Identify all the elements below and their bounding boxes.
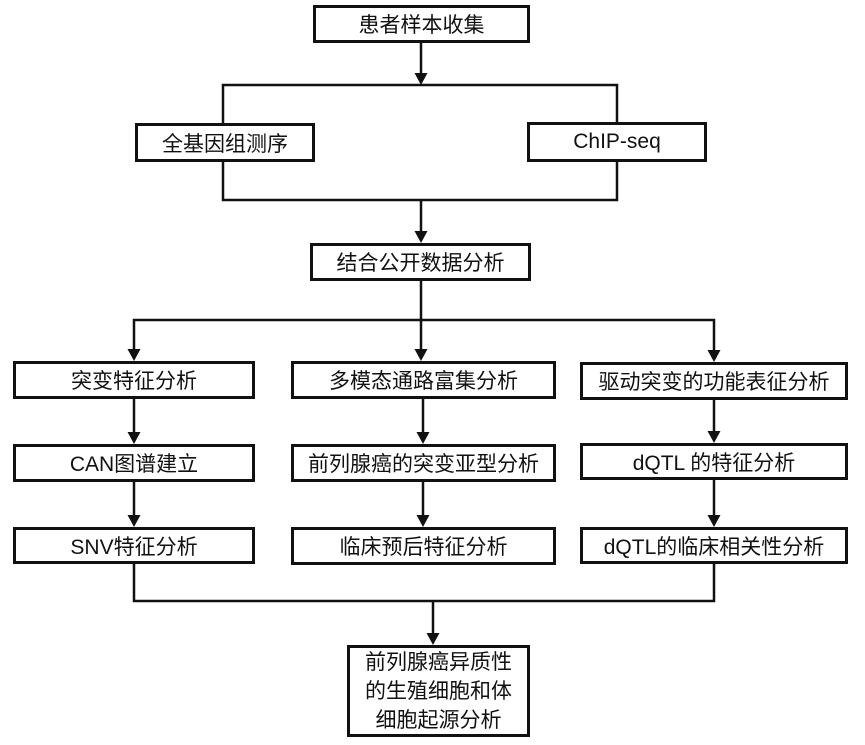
arrowhead bbox=[416, 515, 430, 527]
node-chip-seq: ChIP-seq bbox=[527, 122, 707, 162]
node-patient-sample: 患者样本收集 bbox=[313, 5, 530, 43]
arrowhead bbox=[414, 349, 428, 361]
node-driver-mutation: 驱动突变的功能表征分析 bbox=[580, 362, 848, 400]
node-public-data: 结合公开数据分析 bbox=[310, 243, 531, 281]
node-clinical-prognosis: 临床预后特征分析 bbox=[291, 527, 556, 565]
arrowhead bbox=[414, 73, 428, 85]
arrowhead bbox=[707, 431, 721, 443]
arrowhead bbox=[127, 432, 141, 444]
arrowhead bbox=[416, 432, 430, 444]
connector-split-row2 bbox=[221, 83, 619, 123]
origin-analysis-line: 细胞起源分析 bbox=[375, 708, 502, 732]
node-mutation-signature: 突变特征分析 bbox=[13, 361, 255, 399]
node-dqtl-clinical: dQTL的临床相关性分析 bbox=[580, 527, 848, 564]
origin-analysis-line: 前列腺癌异质性 bbox=[365, 650, 512, 674]
node-multimodal-pathway: 多模态通路富集分析 bbox=[291, 361, 556, 399]
connector-split-columns bbox=[132, 281, 716, 350]
origin-analysis-line: 的生殖细胞和体 bbox=[365, 679, 512, 703]
node-origin-analysis: 前列腺癌异质性 的生殖细胞和体 细胞起源分析 bbox=[347, 645, 530, 737]
arrowhead bbox=[414, 231, 428, 243]
connector-join-bottom bbox=[132, 564, 716, 603]
arrowhead bbox=[426, 633, 440, 645]
arrowhead bbox=[707, 515, 721, 527]
connector-join-row2 bbox=[221, 162, 619, 202]
arrowhead bbox=[127, 515, 141, 527]
arrowhead bbox=[707, 350, 721, 362]
node-dqtl-feature: dQTL 的特征分析 bbox=[580, 443, 848, 480]
node-can-map: CAN图谱建立 bbox=[13, 444, 255, 482]
arrowhead bbox=[127, 349, 141, 361]
node-snv-feature: SNV特征分析 bbox=[13, 527, 255, 564]
node-wgs: 全基因组测序 bbox=[135, 123, 315, 162]
node-mutation-subtype: 前列腺癌的突变亚型分析 bbox=[291, 444, 556, 482]
